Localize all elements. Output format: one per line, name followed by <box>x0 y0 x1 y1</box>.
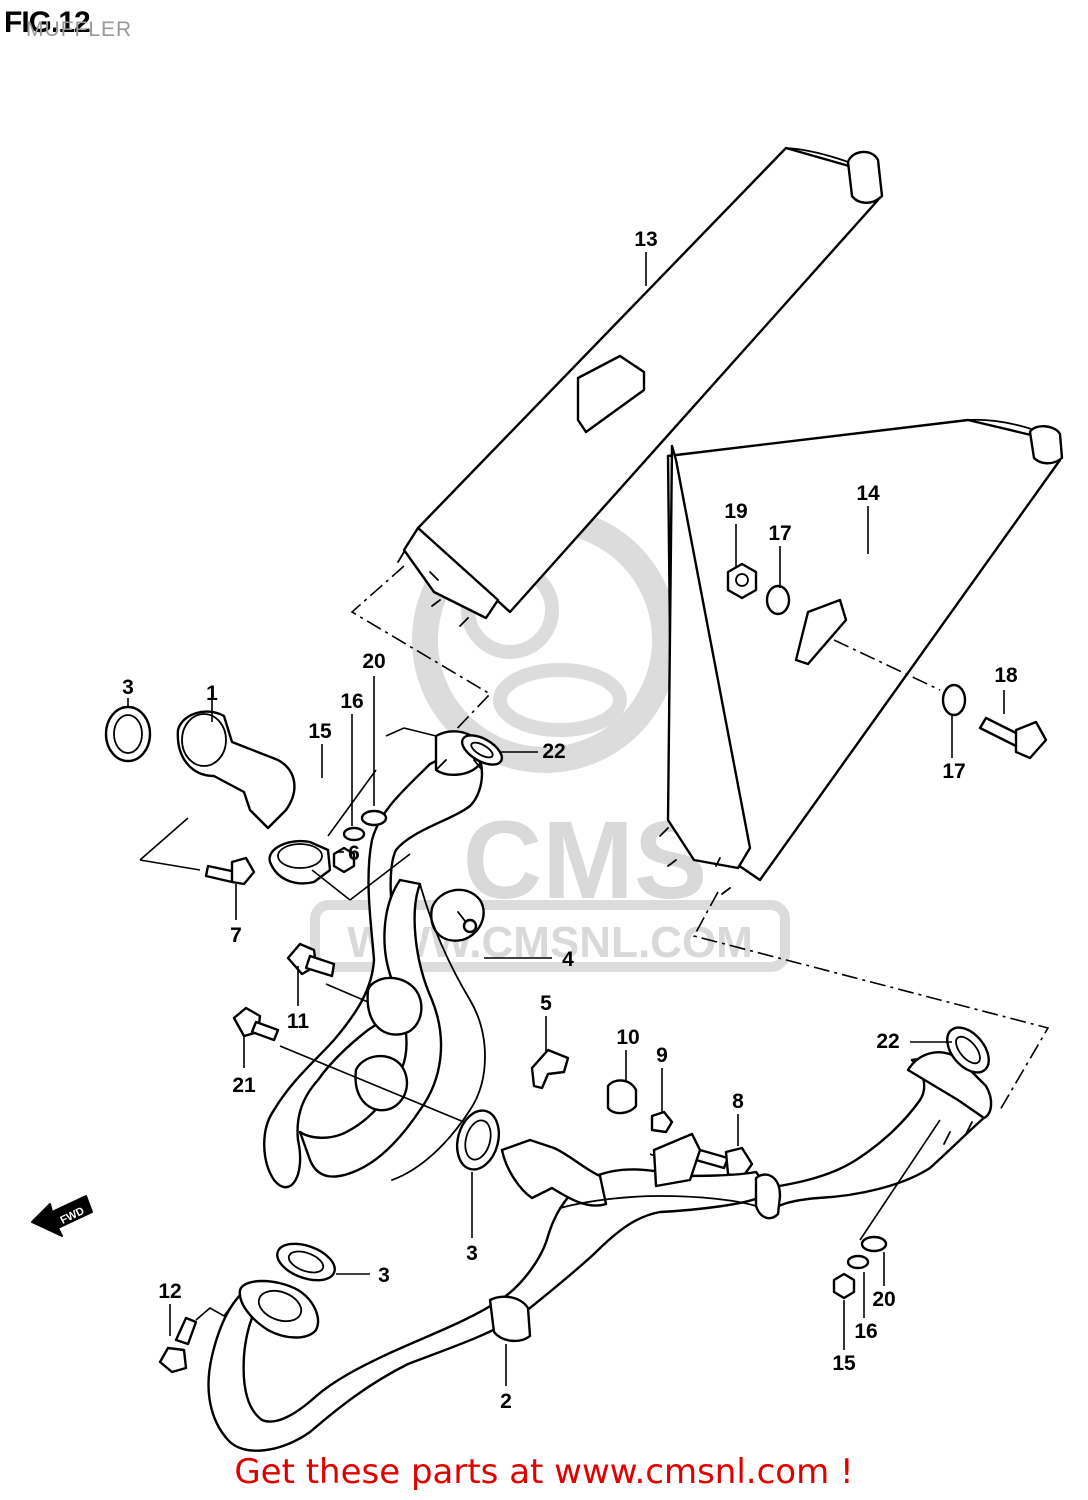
callout-21: 21 <box>232 1074 256 1097</box>
callout-3-upper: 3 <box>122 676 134 699</box>
callout-16-lower: 16 <box>854 1320 877 1343</box>
gasket-3-middle <box>455 1109 501 1171</box>
gasket-22-upper <box>460 734 504 766</box>
nut-15-upper <box>332 846 356 874</box>
washer-16-lower <box>846 1254 870 1270</box>
callout-22-lower: 22 <box>876 1030 899 1053</box>
callout-1: 1 <box>206 682 218 705</box>
muffler-right <box>659 418 1064 1111</box>
callout-7: 7 <box>230 924 242 947</box>
callout-3-lower: 3 <box>378 1264 390 1287</box>
muffler-upper <box>350 146 884 737</box>
callout-19: 19 <box>724 500 747 523</box>
callout-17-upper: 17 <box>768 522 791 545</box>
exhaust-pipe-4 <box>263 730 486 1189</box>
gasket-3-lower <box>276 1242 336 1282</box>
gasket-3-upper <box>104 705 152 763</box>
callout-20-upper: 20 <box>362 650 385 673</box>
callout-18: 18 <box>994 664 1018 687</box>
nut-19 <box>726 562 758 600</box>
bolt-12 <box>158 1316 198 1374</box>
callout-20-lower: 20 <box>872 1288 895 1311</box>
callout-10: 10 <box>616 1026 639 1049</box>
bracket-5 <box>530 1048 570 1090</box>
washer-20-upper <box>360 809 388 827</box>
promo-link-text[interactable]: Get these parts at www.cmsnl.com ! <box>234 1452 854 1492</box>
callout-17-lower: 17 <box>942 760 965 783</box>
cushion-10 <box>606 1079 638 1115</box>
bolt-21 <box>232 1006 280 1042</box>
washer-20-lower <box>860 1235 888 1253</box>
callout-4: 4 <box>562 948 574 971</box>
figure-number: FIG.12 <box>4 6 91 39</box>
callout-14: 14 <box>856 482 880 505</box>
washer-16-upper <box>342 826 366 842</box>
washer-17-lower <box>941 683 967 717</box>
joint-1 <box>176 710 296 830</box>
callout-2: 2 <box>500 1390 512 1413</box>
callout-13: 13 <box>634 228 657 251</box>
callout-16-upper: 16 <box>340 690 363 713</box>
bolt-18 <box>978 716 1048 760</box>
flange-lower <box>238 1279 320 1339</box>
callout-6: 6 <box>348 842 360 865</box>
nut-15-lower <box>832 1272 856 1300</box>
callout-9: 9 <box>656 1044 668 1067</box>
callout-5: 5 <box>540 992 552 1015</box>
callout-3-middle: 3 <box>466 1242 478 1265</box>
fwd-arrow-icon: FWD <box>31 1195 93 1237</box>
collar-9 <box>650 1110 674 1134</box>
washer-17-upper <box>765 584 791 616</box>
callout-15-upper: 15 <box>308 720 332 743</box>
callout-11: 11 <box>287 1010 310 1033</box>
gasket-22-lower <box>946 1026 990 1074</box>
figure-title: MUFFLER <box>26 18 133 41</box>
callout-8: 8 <box>732 1090 744 1113</box>
bolt-7 <box>204 856 256 886</box>
bolt-11 <box>286 942 336 978</box>
callout-15-lower: 15 <box>832 1352 856 1375</box>
callout-22-upper: 22 <box>542 740 565 763</box>
callout-12: 12 <box>158 1280 181 1303</box>
